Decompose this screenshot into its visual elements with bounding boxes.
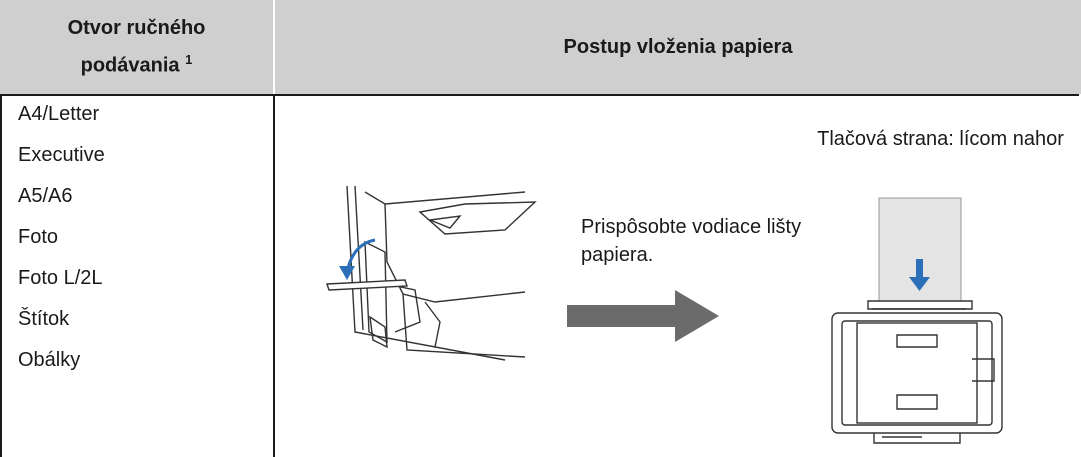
list-item: A5/A6 xyxy=(18,185,73,207)
list-item: Foto L/2L xyxy=(18,267,103,289)
instruction-text: Prispôsobte vodiace lišty papiera. xyxy=(581,216,802,266)
header-col2-text: Postup vloženia papiera xyxy=(563,35,793,58)
header-col1-line1: Otvor ručného xyxy=(67,16,206,39)
header-loading-procedure: Postup vloženia papiera xyxy=(275,0,1081,94)
right-edge xyxy=(1079,94,1081,457)
list-item: A4/Letter xyxy=(18,103,100,125)
footnote-marker: 1 xyxy=(185,51,193,67)
left-border xyxy=(0,94,2,457)
print-side-label: Tlačová strana: lícom nahor xyxy=(817,128,1064,150)
right-arrow-icon xyxy=(567,290,719,342)
header-col1-line2: podávania xyxy=(80,54,180,77)
paper-size-list: A4/Letter Executive A5/A6 Foto Foto L/2L… xyxy=(18,100,105,387)
column-divider xyxy=(273,94,275,457)
list-item: Štítok xyxy=(18,308,70,330)
paper-tray-illustration xyxy=(831,197,1003,444)
printer-slot-illustration xyxy=(326,185,537,361)
down-arrow-icon xyxy=(909,259,930,291)
list-item: Foto xyxy=(18,226,59,248)
list-item: Executive xyxy=(18,144,105,166)
header-bottom-border xyxy=(0,94,1081,96)
list-item: Obálky xyxy=(18,349,81,371)
header-divider xyxy=(273,0,275,94)
header-manual-feed-slot: Otvor ručného podávania 1 xyxy=(0,0,273,94)
